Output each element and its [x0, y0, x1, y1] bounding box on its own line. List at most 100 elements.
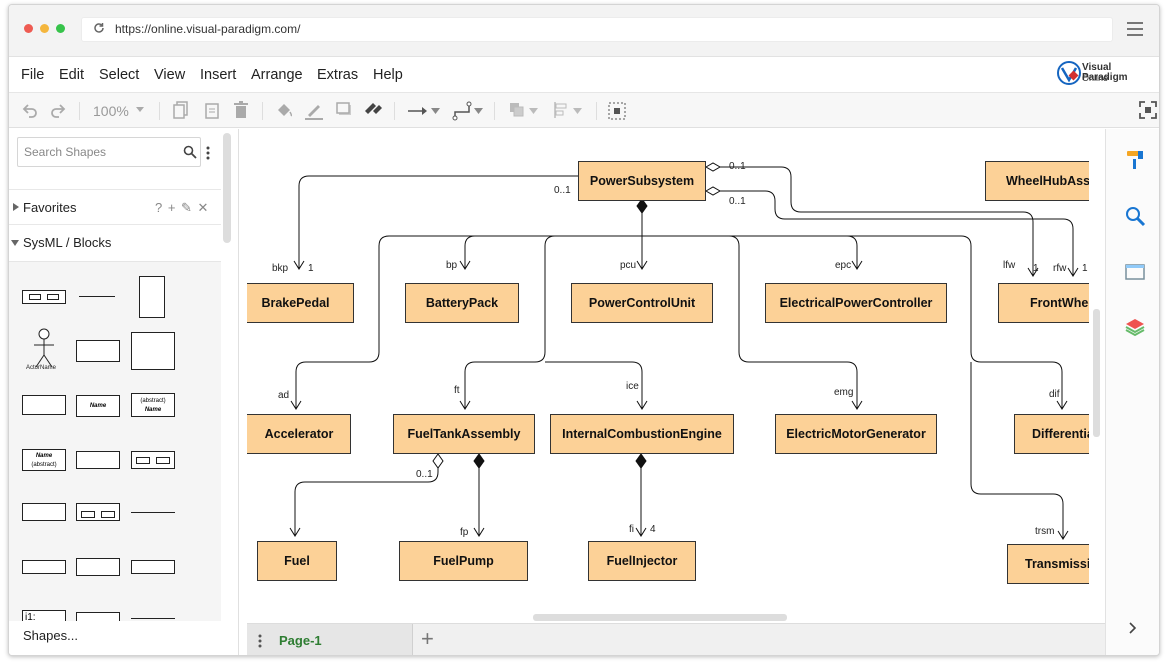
format-painter-icon[interactable]	[363, 101, 383, 119]
shape-abstract-block[interactable]: (abstract)Name	[131, 393, 175, 417]
block-brakepedal[interactable]: BrakePedal	[247, 283, 354, 323]
minimize-window-dot[interactable]	[40, 24, 49, 33]
arrange-icon[interactable]	[508, 101, 526, 119]
shape-arrow[interactable]	[131, 618, 175, 619]
waypoints-dropdown-icon[interactable]	[474, 108, 483, 114]
mult-label-lfw: 1	[1033, 263, 1039, 274]
menu-insert[interactable]: Insert	[200, 67, 237, 83]
duplicate-icon[interactable]	[173, 101, 189, 119]
connector-dropdown-icon[interactable]	[431, 108, 440, 114]
shape-block-flat[interactable]	[22, 503, 66, 521]
undo-icon[interactable]	[21, 101, 39, 119]
line-color-icon[interactable]	[304, 101, 324, 121]
block-fuel[interactable]: Fuel	[257, 541, 337, 581]
block-electricmotorgenerator[interactable]: ElectricMotorGenerator	[775, 414, 937, 454]
zoom-dropdown-icon[interactable]	[135, 106, 145, 114]
zoom-level[interactable]: 100%	[93, 103, 129, 119]
close-window-dot[interactable]	[24, 24, 33, 33]
shape-block-port-pair[interactable]	[76, 503, 120, 521]
collapse-panel-icon[interactable]	[1128, 621, 1138, 635]
shadow-icon[interactable]	[335, 101, 353, 119]
block-transmission[interactable]: Transmission	[1007, 544, 1089, 584]
diagram-canvas[interactable]: PowerSubsystem WheelHubAssembly BrakePed…	[247, 129, 1089, 595]
shape-interface-block[interactable]	[131, 560, 175, 574]
connector-style-icon[interactable]	[407, 106, 429, 116]
shape-block-detail[interactable]	[131, 332, 175, 370]
block-frontwheel[interactable]: FrontWheel	[998, 283, 1089, 323]
shape-block-compartments[interactable]	[139, 276, 165, 318]
block-batterypack[interactable]: BatteryPack	[405, 283, 519, 323]
mult-label-2: 0..1	[729, 161, 746, 172]
browser-menu-icon[interactable]	[1127, 22, 1143, 36]
waypoints-icon[interactable]	[452, 101, 474, 121]
actor-shape-icon[interactable]	[31, 328, 57, 374]
conn-brakepedal	[298, 175, 581, 269]
add-page-button[interactable]: +	[421, 626, 434, 651]
format-panel-icon[interactable]	[1124, 149, 1146, 171]
menu-extras[interactable]: Extras	[317, 67, 359, 83]
block-fueltankassembly[interactable]: FuelTankAssembly	[393, 414, 535, 454]
logo-text-1: Visual Paradigm	[1082, 62, 1128, 83]
outline-icon[interactable]	[1124, 261, 1146, 283]
search-shapes-input[interactable]: Search Shapes	[17, 137, 201, 167]
menu-edit[interactable]: Edit	[59, 67, 84, 83]
shape-connector[interactable]	[79, 296, 115, 297]
sidebar-scrollbar[interactable]	[223, 133, 231, 243]
shape-block-plain[interactable]	[76, 451, 120, 469]
address-bar[interactable]: https://online.visual-paradigm.com/	[81, 17, 1113, 42]
shape-block-parts[interactable]	[131, 451, 175, 469]
block-electricalpowercontroller[interactable]: ElectricalPowerController	[765, 283, 947, 323]
shape-block-ports[interactable]	[22, 290, 66, 304]
search-icon[interactable]	[183, 145, 197, 159]
name-label: Name	[35, 453, 53, 459]
block-accelerator[interactable]: Accelerator	[247, 414, 351, 454]
favorites-tools[interactable]: ? + ✎ ✕	[155, 200, 210, 215]
fullscreen-icon[interactable]	[1139, 101, 1157, 119]
select-all-icon[interactable]	[607, 101, 627, 121]
align-icon[interactable]	[552, 101, 570, 119]
shape-typed-part[interactable]: i1: Type1	[22, 610, 66, 621]
favorites-section[interactable]: Favorites ? + ✎ ✕	[9, 189, 221, 223]
paste-icon[interactable]	[204, 101, 220, 119]
role-label-ft: ft	[454, 385, 460, 396]
shape-block-small[interactable]	[22, 395, 66, 415]
reload-icon[interactable]	[93, 22, 105, 34]
shape-line[interactable]	[131, 512, 175, 513]
menu-arrange[interactable]: Arrange	[251, 67, 303, 83]
block-wheelhubassembly[interactable]: WheelHubAssembly	[985, 161, 1089, 201]
delete-icon[interactable]	[233, 101, 249, 119]
block-internalcombustionengine[interactable]: InternalCombustionEngine	[550, 414, 734, 454]
fill-color-icon[interactable]	[275, 101, 293, 119]
shape-part-ports[interactable]	[76, 612, 120, 621]
menu-select[interactable]: Select	[99, 67, 140, 83]
diagram-connectors	[289, 162, 1079, 540]
block-differential[interactable]: Differential	[1014, 414, 1089, 454]
block-fuelpump[interactable]: FuelPump	[399, 541, 528, 581]
redo-icon[interactable]	[49, 101, 67, 119]
block-powercontrolunit[interactable]: PowerControlUnit	[571, 283, 713, 323]
layers-icon[interactable]	[1124, 316, 1146, 338]
more-shapes-link[interactable]: Shapes...	[23, 628, 78, 643]
role-label-fi: fi	[629, 524, 634, 535]
more-options-icon[interactable]	[206, 146, 210, 160]
shape-name-abstract[interactable]: Name(abstract)	[22, 449, 66, 471]
aggregation-diamond-3	[704, 186, 722, 196]
block-fuelinjector[interactable]: FuelInjector	[588, 541, 696, 581]
menu-view[interactable]: View	[154, 67, 186, 83]
canvas-horizontal-scrollbar[interactable]	[533, 614, 787, 621]
shape-block[interactable]	[76, 340, 120, 362]
align-dropdown-icon[interactable]	[573, 108, 582, 114]
maximize-window-dot[interactable]	[56, 24, 65, 33]
block-powersubsystem[interactable]: PowerSubsystem	[578, 161, 706, 201]
page-menu-icon[interactable]	[258, 634, 262, 648]
menu-help[interactable]: Help	[373, 67, 403, 83]
arrange-dropdown-icon[interactable]	[529, 108, 538, 114]
page-tab[interactable]: Page-1	[247, 624, 413, 655]
canvas-vertical-scrollbar[interactable]	[1093, 309, 1100, 437]
shape-name-block[interactable]: Name	[76, 395, 120, 417]
find-icon[interactable]	[1124, 205, 1146, 227]
menu-file[interactable]: File	[21, 67, 45, 83]
sysml-blocks-section[interactable]: SysML / Blocks	[9, 224, 221, 258]
shape-constraint-block[interactable]	[76, 558, 120, 576]
shape-value-type[interactable]	[22, 560, 66, 574]
